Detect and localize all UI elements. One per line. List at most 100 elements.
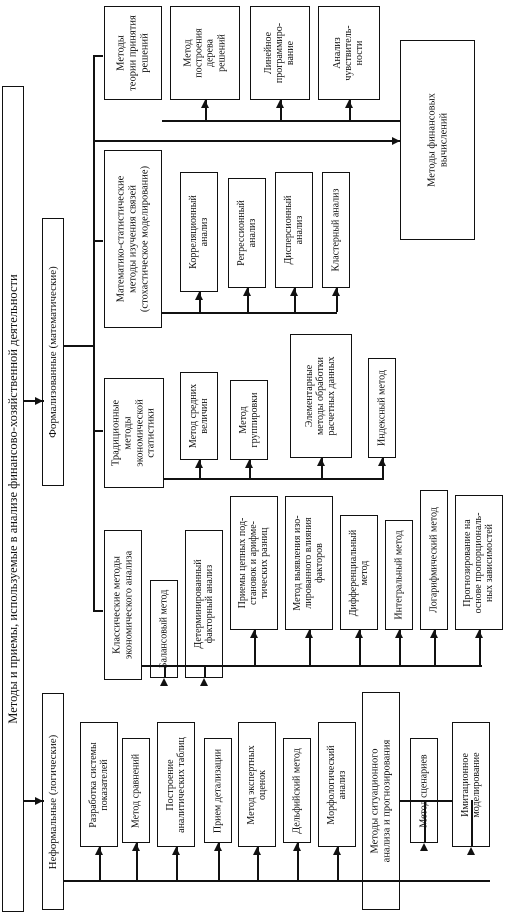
arrow-head xyxy=(317,458,325,466)
arrow-head xyxy=(392,136,400,145)
informal-item-3: Построение аналитических таблиц xyxy=(157,722,195,847)
formalized-box: Формализованные (математические) xyxy=(42,218,64,486)
arrow-head xyxy=(95,847,103,855)
arrow-head xyxy=(290,288,298,296)
connector xyxy=(218,843,220,880)
arrow-head xyxy=(172,847,180,855)
connector xyxy=(142,665,482,667)
informal-box: Неформальные (логические) xyxy=(42,693,64,910)
connector xyxy=(349,100,351,120)
arrow-head xyxy=(430,630,438,638)
arrow-head xyxy=(35,796,43,805)
connector xyxy=(93,240,103,242)
traditional-item-2: Метод группировки xyxy=(230,380,268,460)
connector xyxy=(479,630,481,665)
arrow-head xyxy=(195,460,203,468)
arrow-head xyxy=(250,630,258,638)
connector xyxy=(93,55,95,610)
financial-calculations-box: Методы финансовых вычислений xyxy=(400,40,475,240)
mathstat-item-3: Дисперсионный анализ xyxy=(275,172,313,288)
connector xyxy=(204,665,206,678)
classical-item-1: Балансовый метод xyxy=(150,580,178,678)
arrow-head xyxy=(132,843,140,851)
classical-item-8: Прогнозирование на основе пропорциональ-… xyxy=(455,495,503,630)
informal-item-7: Морфологический анализ xyxy=(318,722,356,847)
arrow-head xyxy=(467,847,475,855)
connector xyxy=(400,800,452,802)
arrow-head xyxy=(345,100,353,108)
arrow-head xyxy=(243,288,251,296)
arrow-head xyxy=(195,292,203,300)
classical-methods-box: Классические методы экономического анали… xyxy=(104,530,142,680)
classical-item-7: Логарифмический метод xyxy=(420,490,448,630)
classical-item-6: Интегральный метод xyxy=(385,520,413,630)
arrow-head xyxy=(305,630,313,638)
arrow-head xyxy=(378,458,386,466)
arrow-head xyxy=(200,678,208,686)
root-label: Методы и приемы, используемые в анализе … xyxy=(6,274,20,724)
connector xyxy=(205,100,207,120)
math-statistical-box: Математико-статистические методы изучени… xyxy=(104,150,162,328)
arrow-head xyxy=(475,630,483,638)
connector xyxy=(162,120,400,122)
connector xyxy=(434,630,436,665)
arrow-head xyxy=(35,396,43,405)
arrow-head xyxy=(333,847,341,855)
connector xyxy=(337,847,339,880)
connector xyxy=(24,400,44,402)
mathstat-item-2: Регрессионный анализ xyxy=(228,178,266,288)
connector xyxy=(249,460,251,478)
connector xyxy=(199,460,201,478)
informal-item-1: Разработка системы показателей xyxy=(80,722,118,847)
connector xyxy=(321,458,323,478)
informal-item-5: Метод экспертных оценок xyxy=(238,722,276,847)
connector xyxy=(280,100,282,120)
traditional-item-3: Элементарные методы обработки расчетных … xyxy=(290,334,352,458)
connector xyxy=(199,292,201,312)
connector xyxy=(99,847,101,880)
informal-item-4: Прием детализации xyxy=(204,738,232,843)
connector xyxy=(399,630,401,665)
connector xyxy=(162,312,337,314)
connector xyxy=(424,800,426,843)
arrow-head xyxy=(332,288,340,296)
classical-item-2: Детерминированный факторный анализ xyxy=(185,530,223,678)
arrow-head xyxy=(355,630,363,638)
traditional-item-4: Индексный метод xyxy=(368,358,396,458)
connector xyxy=(93,55,103,57)
arrow-head xyxy=(276,100,284,108)
connector xyxy=(136,843,138,880)
decision-item-2: Линейное программиро- вание xyxy=(250,6,310,100)
arrow-head xyxy=(160,678,168,686)
classical-item-5: Дифференциальный метод xyxy=(340,515,378,630)
connector xyxy=(336,288,338,312)
connector xyxy=(294,288,296,312)
connector xyxy=(382,458,384,478)
connector xyxy=(359,630,361,665)
decision-theory-box: Методы теории принятия решений xyxy=(104,6,162,100)
connector xyxy=(309,630,311,665)
mathstat-item-1: Корреляционный анализ xyxy=(180,172,218,292)
mathstat-item-4: Кластерный анализ xyxy=(322,172,350,288)
connector xyxy=(297,843,299,880)
connector xyxy=(24,800,44,802)
connector xyxy=(471,800,473,847)
arrow-head xyxy=(214,843,222,851)
situational-analysis-box: Методы ситуационного анализа и прогнозир… xyxy=(362,692,400,910)
root-box: Методы и приемы, используемые в анализе … xyxy=(2,86,24,912)
decision-item-1: Метод построения дерева решений xyxy=(170,6,240,100)
connector xyxy=(176,847,178,880)
connector xyxy=(64,880,490,882)
informal-item-2: Метод сравнений xyxy=(122,738,150,843)
connector xyxy=(93,430,103,432)
informal-item-6: Дельфийский метод xyxy=(283,738,311,843)
arrow-head xyxy=(253,847,261,855)
connector xyxy=(254,630,256,665)
arrow-head xyxy=(420,843,428,851)
arrow-head xyxy=(245,460,253,468)
arrow-head xyxy=(201,100,209,108)
arrow-head xyxy=(293,843,301,851)
connector xyxy=(164,478,384,480)
connector xyxy=(247,288,249,312)
traditional-statistics-box: Традиционные методы экономической статис… xyxy=(104,378,164,488)
